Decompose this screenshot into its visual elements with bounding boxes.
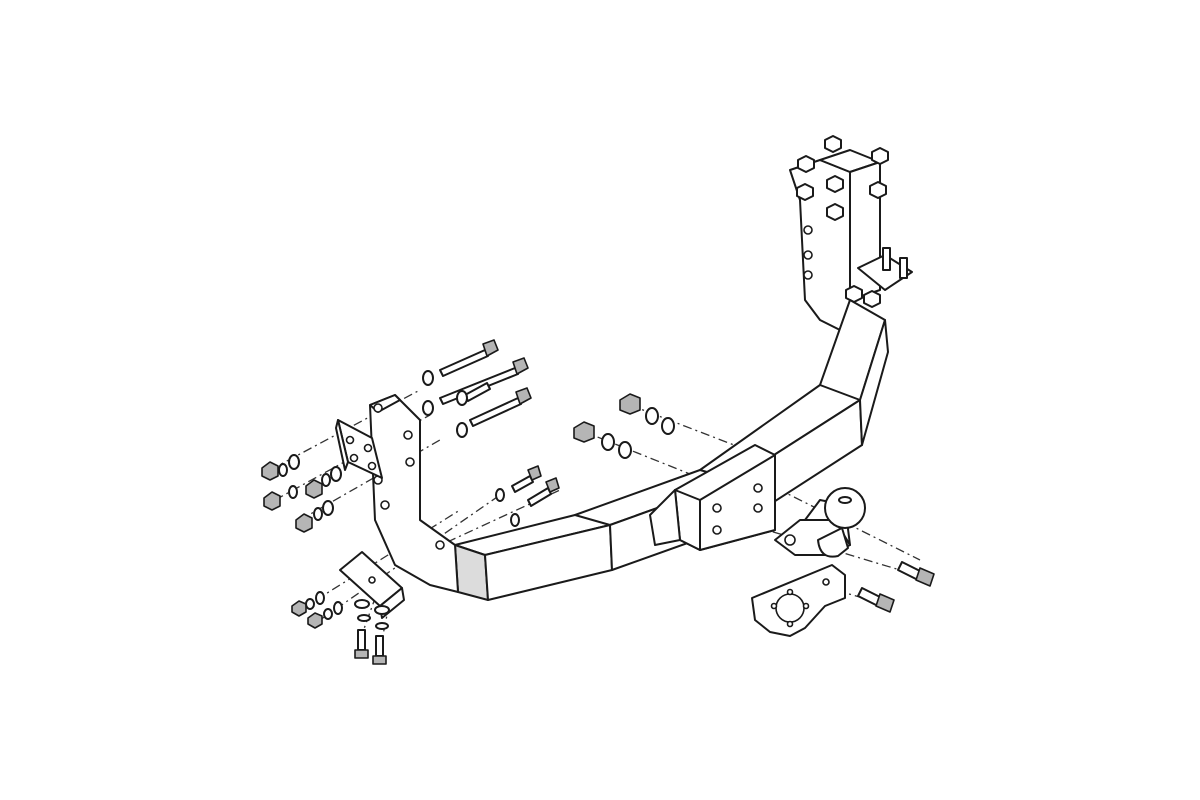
long-bolt (439, 349, 489, 377)
fasteners-middle (573, 393, 675, 459)
washer (305, 598, 315, 610)
washer (618, 441, 632, 459)
washer (495, 488, 505, 502)
washer (422, 370, 434, 386)
socket-plate (751, 564, 846, 637)
washer (288, 485, 298, 499)
washer (357, 614, 371, 622)
nut (573, 421, 595, 443)
washer (288, 454, 300, 470)
nut (871, 147, 889, 165)
long-bolt (469, 397, 522, 427)
washer (375, 622, 389, 630)
washer (323, 608, 333, 620)
left-side-bracket (369, 394, 459, 593)
tow-ball (774, 487, 866, 558)
nut (307, 612, 323, 629)
nut (845, 285, 863, 303)
washer (456, 422, 468, 438)
fasteners-lower-left (291, 591, 390, 665)
nut (797, 155, 815, 173)
washer (645, 407, 659, 425)
washer (456, 390, 468, 406)
long-bolts (439, 339, 532, 427)
short-bolt (511, 475, 534, 493)
fasteners-left (261, 370, 520, 533)
washer (322, 500, 334, 516)
washer (321, 473, 331, 487)
nut (305, 479, 323, 499)
washer (374, 605, 390, 615)
washer (315, 591, 325, 605)
right-side-bracket (789, 135, 913, 341)
nut (291, 600, 307, 617)
nut (295, 513, 313, 533)
nut (869, 181, 887, 199)
washer (601, 433, 615, 451)
tow-ball-bolts (857, 561, 935, 613)
short-bolt (375, 635, 384, 657)
tow-ball-mount (649, 444, 776, 551)
washer (661, 417, 675, 435)
washer (354, 599, 370, 609)
washer (278, 463, 288, 477)
nut (826, 175, 844, 193)
washer (330, 466, 342, 482)
nut (826, 203, 844, 221)
nut (863, 290, 881, 308)
nut (796, 183, 814, 201)
nut (824, 135, 842, 153)
nut (263, 491, 281, 511)
long-bolt (439, 367, 519, 405)
left-plate (335, 419, 383, 479)
short-bolts (511, 465, 560, 507)
nut (261, 461, 279, 481)
short-bolt (527, 487, 552, 507)
washer (333, 601, 343, 615)
short-bolt (357, 629, 366, 651)
nut (619, 393, 641, 415)
washer (313, 507, 323, 521)
washer (510, 513, 520, 527)
washer (422, 400, 434, 416)
